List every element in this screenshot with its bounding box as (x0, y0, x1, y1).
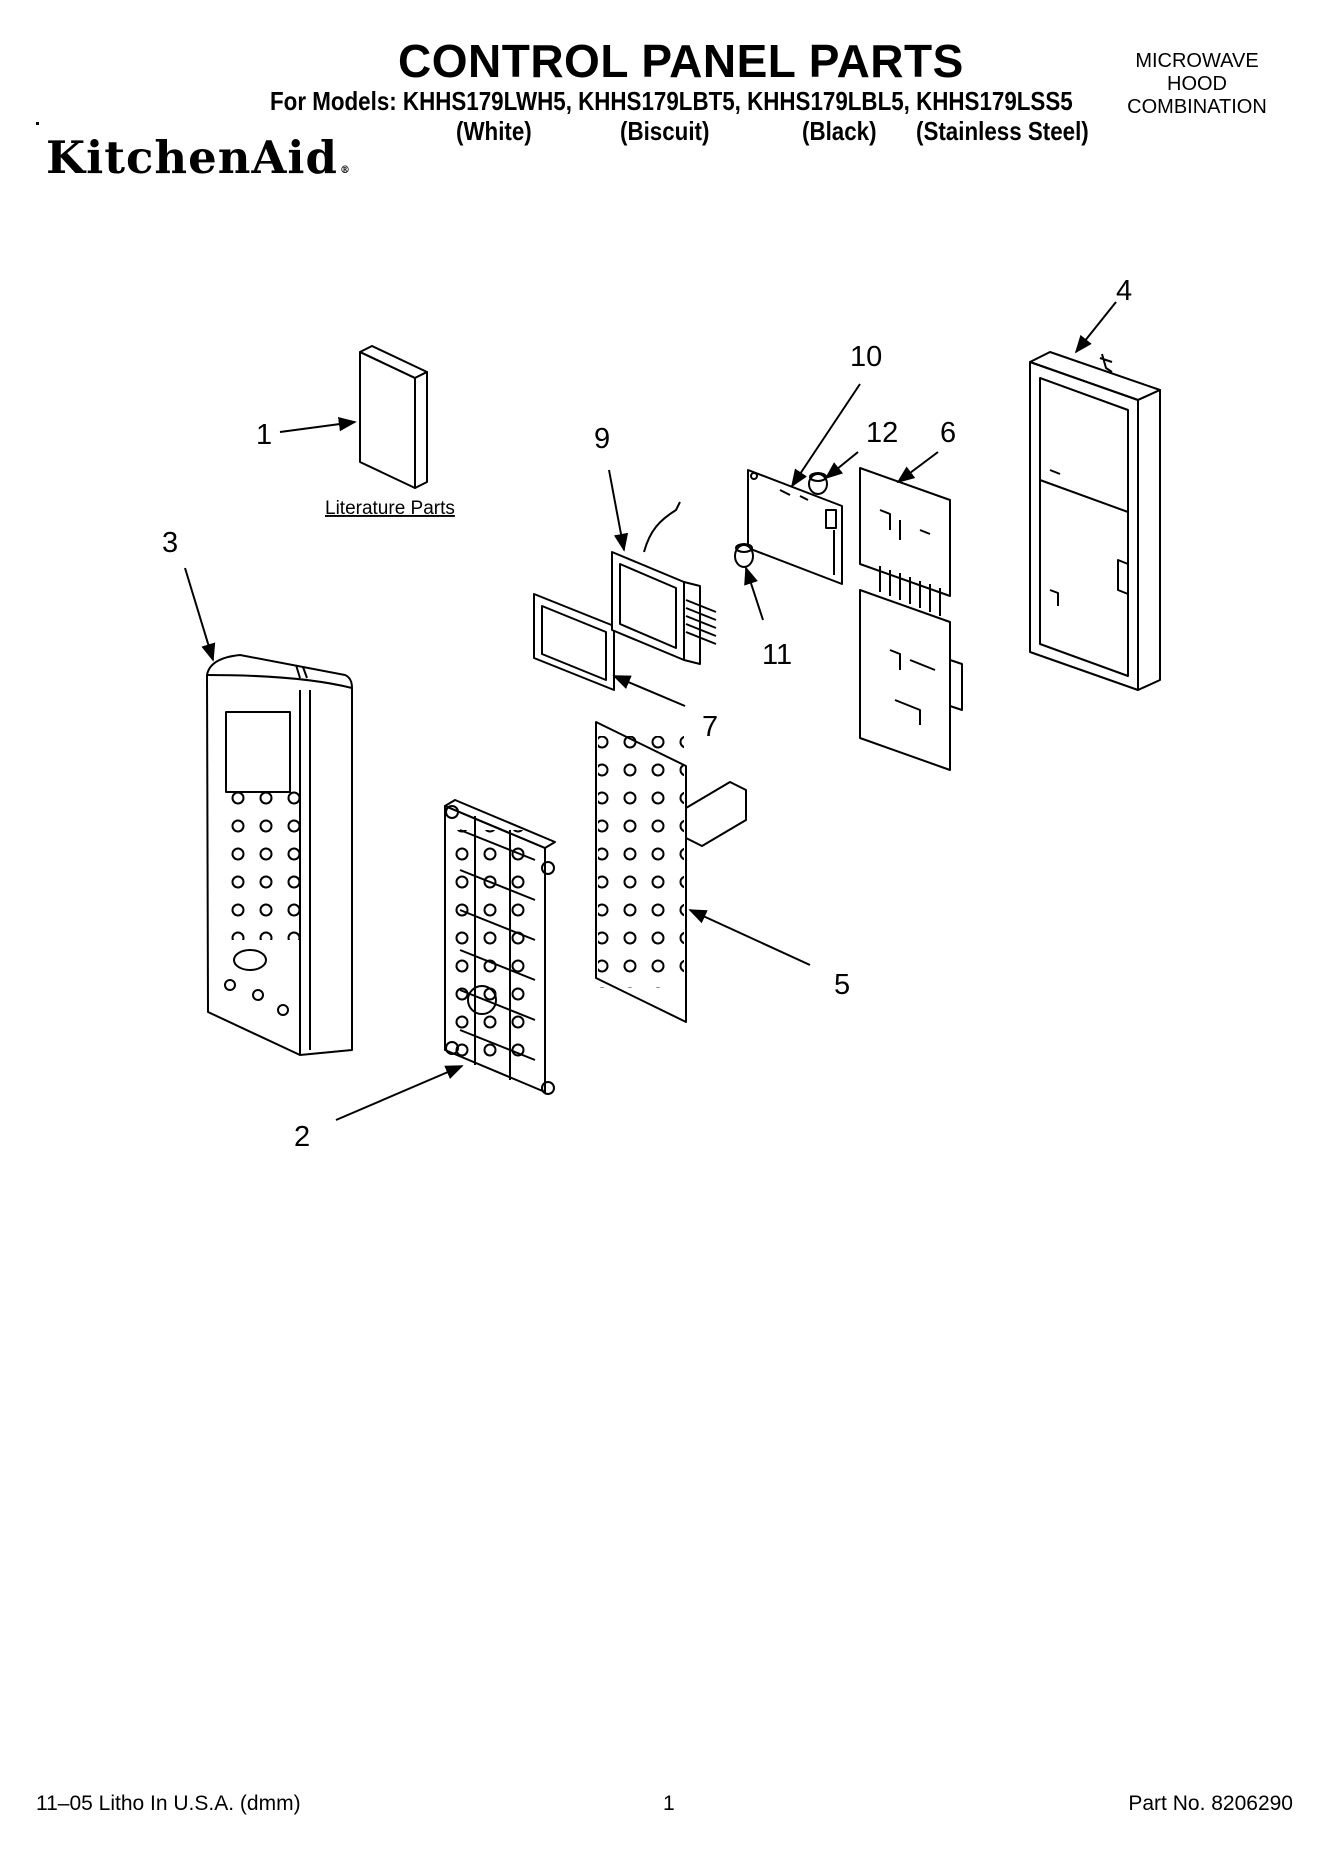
part-5-membrane-keypad (595, 721, 747, 1023)
part-2-button-carrier (444, 799, 556, 1095)
callout-7: 7 (702, 711, 718, 743)
callout-3: 3 (162, 527, 178, 559)
variant-black: (Black) (802, 116, 877, 146)
callout-1: 1 (256, 419, 272, 451)
part-1-literature-booklet (359, 345, 428, 489)
footer-page-number: 1 (663, 1792, 675, 1815)
part-10-control-board (747, 469, 843, 585)
part-11-knob (734, 543, 754, 568)
models-line: For Models: KHHS179LWH5, KHHS179LBT5, KH… (270, 86, 1073, 116)
leader-6 (896, 451, 939, 484)
leader-2 (335, 1065, 464, 1121)
variant-stainless: (Stainless Steel) (916, 116, 1089, 146)
footer-litho: 11–05 Litho In U.S.A. (dmm) (36, 1792, 301, 1815)
leader-10 (791, 383, 861, 488)
category-line-2: HOOD (1167, 73, 1227, 95)
part-6-board-assembly (859, 467, 963, 771)
callout-12: 12 (866, 417, 898, 449)
variant-biscuit: (Biscuit) (620, 116, 710, 146)
leader-12 (824, 451, 859, 480)
callout-4: 4 (1116, 275, 1132, 307)
margin-mark (36, 122, 39, 125)
callout-11: 11 (762, 639, 792, 671)
part-9-lcd-display (611, 501, 717, 665)
category-line-3: COMBINATION (1127, 96, 1267, 118)
brand-logo: KitchenAid® (46, 131, 351, 184)
brand-logo-text: KitchenAid (46, 131, 338, 184)
callout-10: 10 (850, 341, 882, 373)
leader-7 (612, 675, 686, 707)
appliance-category: MICROWAVE HOOD COMBINATION (1107, 50, 1287, 119)
callout-9: 9 (594, 423, 610, 455)
footer-part-number: Part No. 8206290 (1128, 1792, 1293, 1815)
leader-11 (744, 566, 764, 621)
part-7-display-lens (533, 593, 615, 691)
housing-button-grid (220, 780, 300, 940)
carrier-button-grid (455, 830, 539, 1060)
category-line-1: MICROWAVE (1135, 50, 1259, 72)
literature-parts-label: Literature Parts (325, 498, 455, 519)
leader-3 (184, 567, 216, 662)
leader-5 (688, 909, 811, 966)
part-12-knob (808, 472, 828, 495)
page-title: CONTROL PANEL PARTS (398, 35, 964, 87)
leader-9 (608, 469, 629, 552)
variant-white: (White) (456, 116, 532, 146)
callout-2: 2 (294, 1121, 310, 1153)
callout-6: 6 (940, 417, 956, 449)
part-4-back-panel (1029, 351, 1161, 691)
registered-mark-icon: ® (339, 165, 351, 176)
leader-1 (279, 417, 357, 433)
callout-5: 5 (834, 969, 850, 1001)
part-3-control-panel-housing (206, 654, 353, 1056)
keypad-dot-grid (598, 736, 684, 988)
leader-4 (1074, 301, 1117, 354)
